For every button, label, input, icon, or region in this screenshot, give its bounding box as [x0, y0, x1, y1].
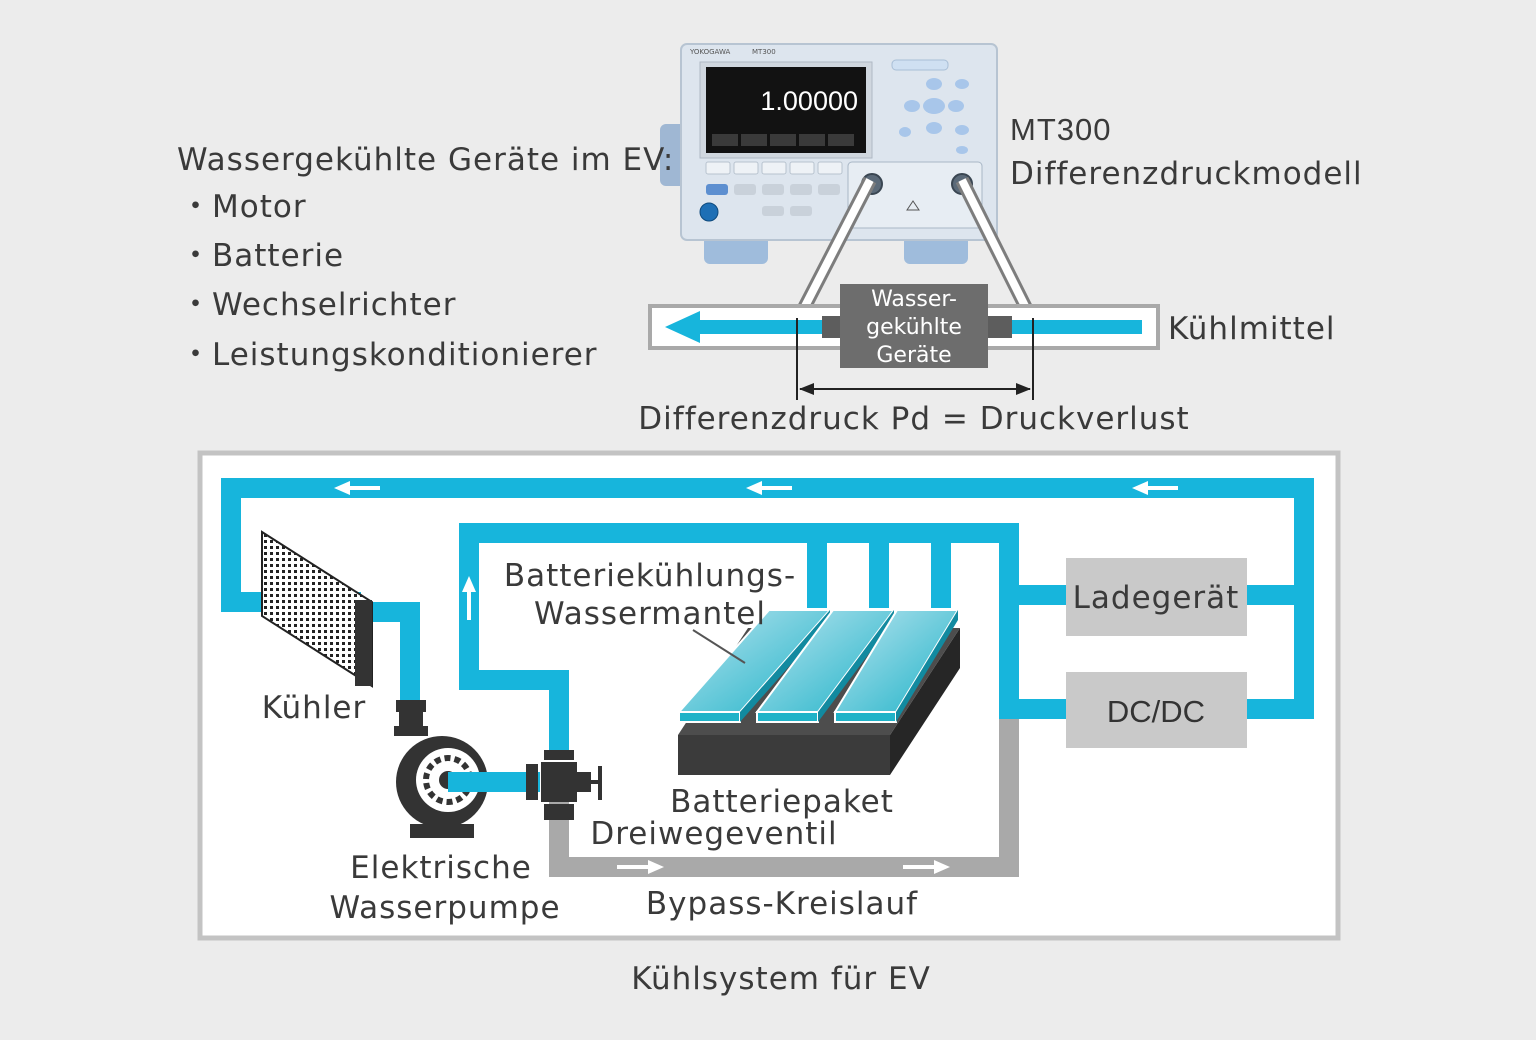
devices-list-item: ・Motor	[180, 189, 307, 225]
devices-list-item: ・Wechselrichter	[180, 287, 456, 323]
model-badge: MT300	[752, 48, 776, 56]
flow-arrow-left-icon	[665, 311, 700, 343]
display-reading: 1.00000	[760, 86, 858, 116]
jacket-leader-line	[692, 629, 746, 664]
devices-heading: Wassergekühlte Geräte im EV:	[177, 142, 674, 178]
battery-pack-icon	[676, 609, 960, 775]
pressure-dimension-line	[796, 318, 1034, 400]
jacket-label-line: Batteriekühlungs-	[504, 558, 796, 594]
device-box-line: gekühlte	[866, 315, 962, 340]
mt300-instrument: YOKOGAWA MT300 1.00000	[660, 43, 998, 264]
top-flow-arrows	[334, 481, 1178, 620]
device-box-line: Geräte	[876, 343, 951, 368]
bypass-label: Bypass-Kreislauf	[646, 886, 918, 922]
devices-list-item: ・Batterie	[180, 238, 344, 274]
dcdc-box	[1066, 672, 1247, 748]
valve-label: Dreiwegeventil	[590, 816, 837, 852]
cooling-jackets	[676, 609, 960, 723]
jacket-label-line: Wassermantel	[534, 596, 766, 632]
cooling-system-panel: Ladegerät DC/DC Batteriekühlungs- Wasser…	[197, 450, 1341, 941]
water-pump-icon	[394, 700, 538, 838]
charger-box	[1066, 558, 1247, 636]
brand-text: YOKOGAWA	[689, 48, 730, 56]
charger-label: Ladegerät	[1073, 580, 1240, 616]
pump-label-line: Wasserpumpe	[329, 890, 560, 926]
devices-list-item: ・Leistungskonditionierer	[180, 337, 598, 373]
dcdc-label: DC/DC	[1107, 694, 1205, 729]
diagram-caption: Kühlsystem für EV	[631, 961, 931, 997]
pump-label-line: Elektrische	[350, 850, 532, 886]
power-knob-icon	[699, 202, 719, 222]
cooler-label: Kühler	[262, 690, 367, 726]
ev-devices-list: Wassergekühlte Geräte im EV: ・Motor ・Bat…	[177, 142, 674, 373]
device-box-line: Wasser-	[871, 287, 957, 312]
model-description: Differenzdruckmodell	[1010, 156, 1363, 192]
pressure-label: Differenzdruck Pd = Druckverlust	[638, 401, 1189, 437]
radiator-icon	[261, 530, 373, 688]
coolant-label: Kühlmittel	[1168, 311, 1336, 347]
water-cooled-device-box: Wasser- gekühlte Geräte	[840, 284, 988, 368]
three-way-valve-icon	[541, 750, 602, 820]
bypass-flow-arrows	[617, 860, 950, 874]
model-name: MT300	[1010, 112, 1111, 147]
battery-pack-label: Batteriepaket	[670, 784, 894, 820]
pressure-tubes	[795, 176, 1035, 316]
